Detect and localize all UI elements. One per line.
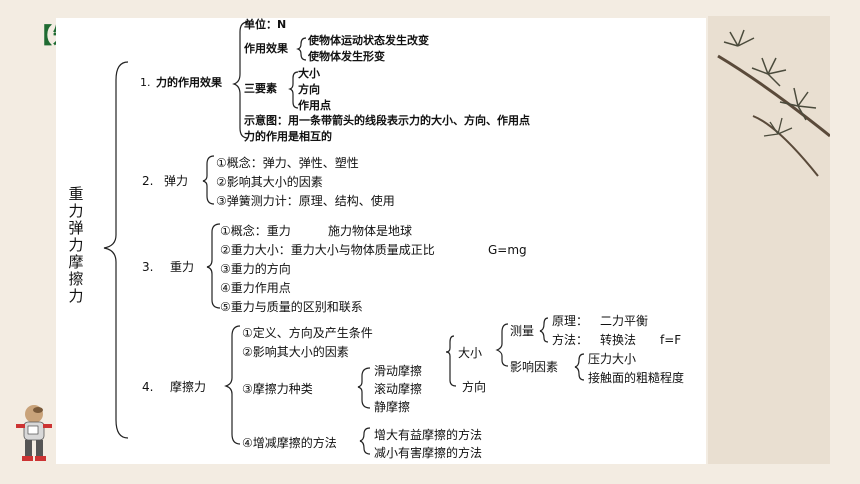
s4-item-3: ③摩擦力种类 [242,382,313,396]
s3-item-2: ②重力大小：重力大小与物体质量成正比 [220,243,435,257]
s4-measure: 测量 [510,324,535,338]
s1-effect-2: 使物体发生形变 [308,50,385,63]
s4-method-equation: f=F [660,333,682,347]
s1-mutual: 力的作用是相互的 [244,130,332,143]
s3-item-1: ①概念：重力 [220,224,291,238]
s4-type-3: 静摩擦 [374,400,411,414]
s1-diagram: 示意图：用一条带箭头的线段表示力的大小、方向、作用点 [244,114,530,127]
s1-title: 力的作用效果 [156,76,222,89]
s4-type-1: 滑动摩擦 [374,364,423,378]
s2-item-2: ②影响其大小的因素 [216,175,323,189]
s3-number: 3. [142,260,154,274]
s3-title: 重力 [170,260,195,274]
s4-title: 摩擦力 [170,380,207,394]
s1-three-1: 大小 [298,67,320,80]
s4-method: 方法： [552,333,589,347]
s3-item-1b: 施力物体是地球 [328,224,413,238]
s4-type-2: 滚动摩擦 [374,382,423,396]
s4-factor-1: 压力大小 [588,352,637,366]
s2-item-3: ③弹簧测力计：原理、结构、使用 [216,194,395,208]
s4-size: 大小 [458,346,483,360]
s4-factor: 影响因素 [510,360,559,374]
mind-map-panel [56,18,706,464]
s2-number: 2. [142,174,154,188]
s1-three-3: 作用点 [298,99,331,112]
s4-factor-2: 接触面的粗糙程度 [588,371,685,385]
s4-method-value: 转换法 [600,333,637,347]
s1-effect-label: 作用效果 [244,42,288,55]
s1-three-2: 方向 [298,83,320,96]
s1-effect-1: 使物体运动状态发生改变 [308,34,429,47]
s1-number: 1. [140,76,151,89]
s4-principle-value: 二力平衡 [600,314,649,328]
s4-direction: 方向 [462,380,487,394]
s3-item-3: ③重力的方向 [220,262,291,276]
s3-item-5: ⑤重力与质量的区别和联系 [220,300,363,314]
s3-item-4: ④重力作用点 [220,281,291,295]
s1-three-label: 三要素 [244,82,277,95]
s4-method-1: 增大有益摩擦的方法 [374,428,483,442]
vertical-topic-title: 重力 弹力 摩擦力 [68,185,84,305]
s4-method-2: 减小有害摩擦的方法 [374,446,483,460]
s2-item-1: ①概念：弹力、弹性、塑性 [216,156,359,170]
s1-unit: 单位：N [244,18,287,31]
mascot-illustration [16,405,52,461]
s4-item-2: ②影响其大小的因素 [242,345,349,359]
pine-branch-decoration [717,29,830,177]
s3-item-2b: G=mg [488,243,527,257]
s4-principle: 原理： [552,314,589,328]
s2-title: 弹力 [164,174,189,188]
s4-item-1: ①定义、方向及产生条件 [242,326,373,340]
s4-number: 4. [142,380,154,394]
s4-item-4: ④增减摩擦的方法 [242,436,337,450]
